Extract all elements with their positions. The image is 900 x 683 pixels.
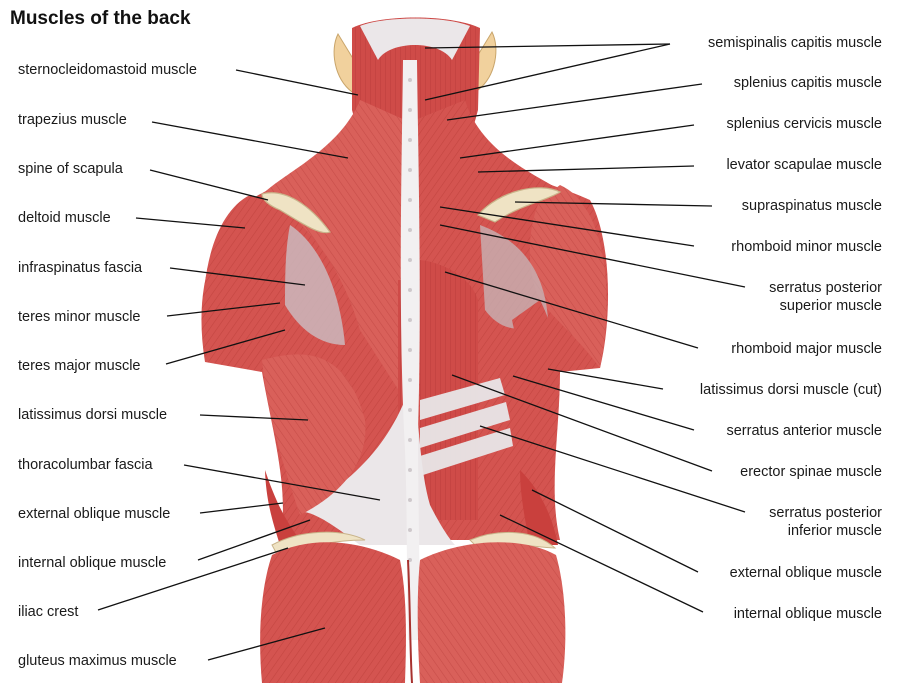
leader-external-oblique-left [199,502,284,514]
leader-serratus-posterior-inferior [479,425,746,513]
label-spine-of-scapula: spine of scapula [18,161,123,177]
label-latissimus-dorsi: latissimus dorsi muscle [18,407,168,423]
leader-serratus-anterior [512,375,695,431]
latissimus-dorsi-left [262,354,366,515]
leader-splenius-cervicis [459,124,695,159]
leader-rhomboid-minor [439,206,695,247]
deltoid-right [529,185,607,368]
external-oblique-right [520,470,558,545]
label-internal-oblique-right: internal oblique muscle [733,606,882,622]
label-teres-minor: teres minor muscle [18,309,141,325]
label-splenius-capitis: splenius capitis muscle [733,75,882,91]
gluteal-cleft [407,559,413,683]
label-iliac-crest: iliac crest [18,604,79,620]
label-erector-spinae: erector spinae muscle [740,464,882,480]
leader-latissimus-dorsi-cut [547,368,664,390]
trapezius-left [262,100,405,400]
latissimus-dorsi-right-cut [512,300,559,380]
leader-erector-spinae [451,374,713,472]
label-sternocleidomastoid: sternocleidomastoid muscle [18,62,197,78]
leader-rhomboid-major [444,271,699,349]
leader-serratus-posterior-superior [439,224,746,288]
leader-lines [97,43,746,661]
label-gluteus-maximus: gluteus maximus muscle [18,653,177,669]
serratus-posterior-inferior [420,378,513,476]
label-internal-oblique-left: internal oblique muscle [18,555,167,571]
leader-external-oblique-right [531,489,699,573]
label-splenius-cervicis: splenius cervicis muscle [726,116,882,132]
gluteus-maximus-left [260,542,406,683]
label-infraspinatus-fascia: infraspinatus fascia [18,260,143,276]
label-rhomboid-major: rhomboid major muscle [731,341,882,357]
leader-splenius-capitis [446,83,703,121]
leader-deltoid [135,217,246,229]
leader-spine-of-scapula [149,169,269,201]
label-external-oblique-left: external oblique muscle [18,506,171,522]
label-teres-major: teres major muscle [18,358,141,374]
leader-sternocleidomastoid [235,69,359,96]
leader-semispinalis-a [424,43,671,49]
label-serratus-anterior: serratus anterior muscle [726,423,882,439]
diagram-title: Muscles of the back [10,8,191,29]
leader-internal-oblique-left [197,519,311,561]
label-rhomboid-minor: rhomboid minor muscle [731,239,882,255]
label-deltoid: deltoid muscle [18,210,111,226]
leader-iliac-crest [97,547,289,611]
leader-teres-minor [166,302,281,317]
neck-fascia [360,18,470,60]
leader-latissimus-dorsi-left [199,414,309,421]
leader-levator-scapulae [477,165,695,173]
label-levator-scapulae: levator scapulae muscle [726,157,882,173]
label-external-oblique-right: external oblique muscle [729,565,882,581]
label-semispinalis-capitis: semispinalis capitis muscle [707,35,882,51]
label-supraspinatus: supraspinatus muscle [741,198,882,214]
label-trapezius: trapezius muscle [18,112,127,128]
label-latissimus-dorsi-cut: latissimus dorsi muscle (cut) [699,382,882,398]
infraspinatus-fascia-left [285,225,345,345]
leader-semispinalis-b [424,43,671,101]
leader-thoracolumbar [183,464,381,501]
leader-supraspinatus [514,201,713,207]
gluteus-maximus-right [417,542,566,683]
infraspinatus-right [480,225,548,329]
leader-internal-oblique-right [499,514,704,613]
supraspinatus-right-bone [476,187,562,223]
leader-infraspinatus-fascia [169,267,306,286]
leader-trapezius [151,121,349,159]
label-thoracolumbar-fascia: thoracolumbar fascia [18,457,153,473]
leader-gluteus [207,627,326,661]
spinous-processes [408,78,412,562]
leader-teres-major [165,329,286,365]
spine-of-scapula-left [261,192,331,234]
